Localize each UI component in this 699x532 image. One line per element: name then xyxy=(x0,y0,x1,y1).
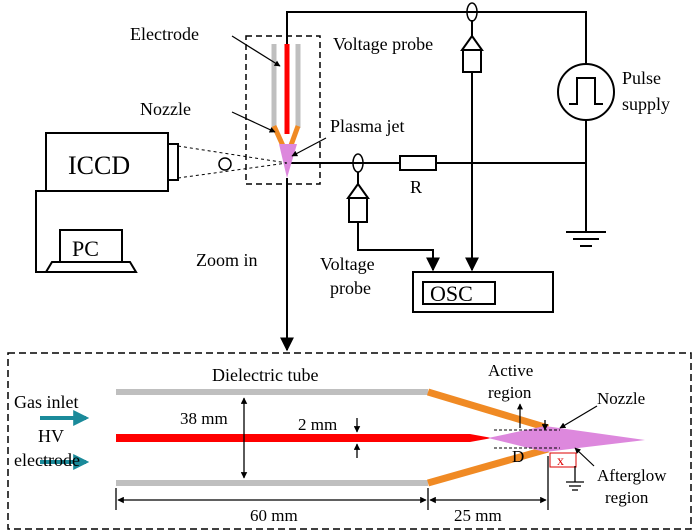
label-electrode: Electrode xyxy=(130,24,199,44)
label-38mm: 38 mm xyxy=(180,409,228,428)
label-pulse-line2: supply xyxy=(622,94,670,114)
plasma-zoom xyxy=(488,426,645,452)
label-D: D xyxy=(512,447,524,466)
label-iccd: ICCD xyxy=(68,151,130,180)
label-plasma-jet: Plasma jet xyxy=(330,116,405,136)
label-pc: PC xyxy=(72,236,99,261)
label-hv-2: electrode xyxy=(14,450,80,470)
label-voltage-probe-top: Voltage probe xyxy=(333,34,433,54)
pulse-supply xyxy=(557,63,615,121)
label-2mm: 2 mm xyxy=(298,415,337,434)
label-afterglow-1: Afterglow xyxy=(597,466,667,485)
label-voltage-probe-bottom-1: Voltage xyxy=(320,254,375,274)
voltage-probe-top xyxy=(460,2,484,272)
label-dielectric-tube: Dielectric tube xyxy=(212,365,318,385)
tube-bottom-wall xyxy=(116,480,428,486)
iccd-camera xyxy=(45,132,179,192)
resistor xyxy=(399,155,437,171)
ground-symbol-right xyxy=(566,231,606,247)
jet-dashed-box xyxy=(245,35,321,185)
label-pulse-line1: Pulse xyxy=(622,68,661,88)
voltage-probe-bottom xyxy=(346,153,440,272)
label-x: x xyxy=(557,454,564,469)
label-hv-1: HV xyxy=(38,426,64,446)
osc-box xyxy=(412,271,554,313)
label-gas-inlet: Gas inlet xyxy=(14,392,79,412)
label-resistor: R xyxy=(410,177,422,197)
tube-top-wall xyxy=(116,389,428,395)
label-zoom-in: Zoom in xyxy=(196,250,258,270)
label-nozzle-top: Nozzle xyxy=(140,99,191,119)
zoom-panel xyxy=(7,352,692,530)
label-nozzle-zoom: Nozzle xyxy=(597,389,645,408)
label-60mm: 60 mm xyxy=(250,506,298,525)
label-25mm: 25 mm xyxy=(454,506,502,525)
label-active-region-1: Active xyxy=(488,361,533,380)
plasma-jet-shape xyxy=(279,144,297,178)
hv-electrode-rod xyxy=(116,434,492,442)
pc-laptop xyxy=(35,190,138,273)
label-afterglow-2: region xyxy=(605,488,649,507)
top-wire xyxy=(286,11,587,64)
label-voltage-probe-bottom-2: probe xyxy=(330,278,371,298)
lens-icon xyxy=(218,157,232,171)
label-active-region-2: region xyxy=(488,383,532,402)
x-marker-box xyxy=(549,452,577,468)
label-osc: OSC xyxy=(430,281,473,306)
